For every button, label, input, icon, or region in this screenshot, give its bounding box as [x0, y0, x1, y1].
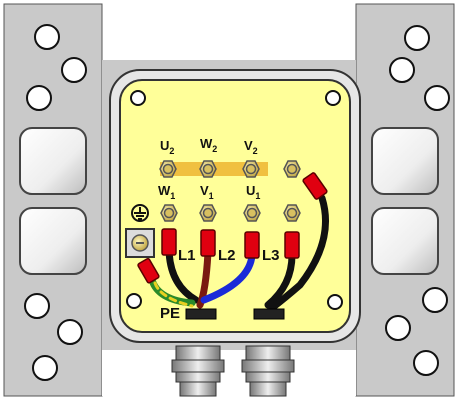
phase-labels: L1 L2 L3 [178, 247, 280, 264]
wire-black-2a [264, 251, 296, 309]
top-terminal-nuts [159, 160, 301, 178]
mounting-holes [24, 24, 450, 381]
terminal-nut-w1 [160, 204, 178, 222]
svg-text:W1: W1 [158, 183, 175, 201]
wire-blue-l3 [200, 251, 256, 304]
svg-text:U1: U1 [246, 183, 260, 201]
cable-gland-left [171, 345, 225, 397]
terminal-nut-u1 [243, 204, 261, 222]
label-u1-index: 1 [255, 191, 260, 201]
label-w1-letter: W [158, 183, 171, 198]
label-u2-index: 2 [169, 146, 174, 156]
terminal-nut-extra [283, 160, 301, 178]
wire-pe-yellow [153, 281, 194, 308]
label-pe: PE [160, 305, 180, 322]
label-l3: L3 [262, 247, 280, 264]
bottom-terminal-nuts [160, 204, 301, 222]
wire-black-2b [268, 194, 329, 312]
label-v1-index: 1 [209, 191, 214, 201]
bottom-band [102, 350, 356, 396]
label-l2: L2 [218, 247, 236, 264]
bottom-terminal-labels: W1 V1 U1 [158, 183, 260, 201]
label-l1: L1 [178, 247, 196, 264]
cable-entry-blocks [185, 308, 285, 320]
label-w1-index: 1 [170, 191, 175, 201]
terminal-nut-w2 [199, 160, 217, 178]
label-v1-letter: V [200, 183, 209, 198]
terminal-nut-v2 [242, 160, 260, 178]
wire-brown-l2 [196, 248, 212, 309]
svg-text:V2: V2 [244, 138, 258, 156]
label-w2-letter: W [200, 136, 213, 151]
side-pads [19, 127, 439, 275]
terminal-nut-extra-2 [283, 204, 301, 222]
earth-terminal [125, 228, 155, 258]
label-u1-letter: U [246, 183, 255, 198]
label-u2-letter: U [160, 138, 169, 153]
terminal-nut-v1 [199, 204, 217, 222]
label-v2-index: 2 [253, 146, 258, 156]
label-w2-index: 2 [212, 144, 217, 154]
terminal-nut-u2 [159, 160, 177, 178]
svg-text:V1: V1 [200, 183, 214, 201]
earth-ground-symbol [131, 204, 149, 222]
svg-text:W2: W2 [200, 136, 217, 154]
svg-text:U2: U2 [160, 138, 174, 156]
top-terminal-labels: U2 W2 V2 [160, 136, 258, 156]
wire-sleeves [137, 172, 328, 284]
label-v2-letter: V [244, 138, 253, 153]
cable-gland-right [241, 345, 295, 397]
